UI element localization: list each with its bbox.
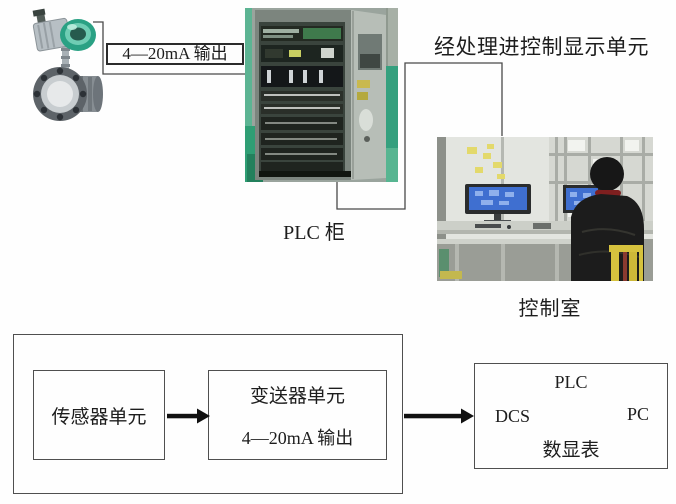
processing-note: 经处理进控制显示单元 [434, 35, 649, 59]
flowmeter-image [32, 8, 103, 121]
plc-cabinet-image [245, 8, 398, 182]
arrow-to-display-unit [404, 408, 474, 424]
control-room-caption: 控制室 [518, 298, 582, 320]
flowmeter-output-label-box: 4—20mA 输出 [106, 43, 244, 65]
transmitter-unit-box: 变送器单元 4—20mA 输出 [208, 370, 387, 460]
block-diagram-outer-box [13, 334, 403, 494]
flowmeter-output-label: 4—20mA 输出 [122, 44, 228, 63]
display-digital-meter-label: 数显表 [542, 440, 600, 461]
transmitter-housing [32, 8, 72, 52]
flange-bolts [33, 67, 87, 121]
display-pc-label: PC [626, 404, 649, 424]
control-room-image [437, 137, 653, 281]
transmitter-output-label: 4—20mA 输出 [241, 427, 354, 448]
sensor-unit-label: 传感器单元 [51, 406, 147, 428]
chair [609, 245, 643, 281]
plc-cabinet-caption: PLC 柜 [283, 222, 345, 244]
transmitter-unit-label: 变送器单元 [249, 385, 345, 407]
display-plc-label: PLC [554, 372, 588, 392]
sensor-unit-box: 传感器单元 [33, 370, 165, 460]
display-dcs-label: DCS [495, 406, 531, 426]
display-unit-box: PLC DCS PC 数显表 [474, 363, 668, 469]
